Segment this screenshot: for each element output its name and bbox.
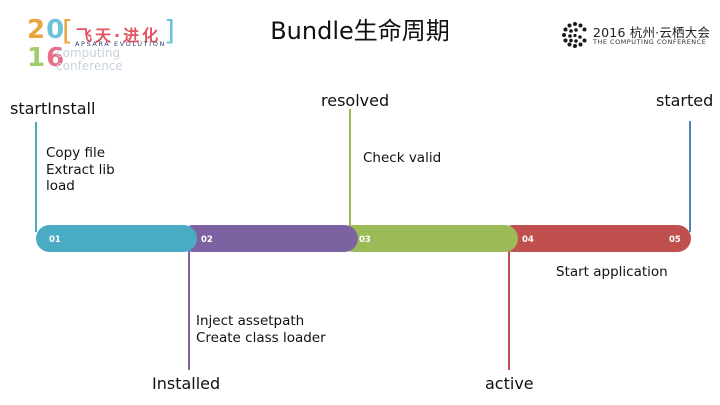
logo-year-top: 20 — [27, 17, 65, 43]
step-text: load — [46, 178, 75, 194]
installed-steps: Inject assetpath Create class loader — [196, 313, 326, 346]
installed-line — [188, 246, 190, 370]
logo-year-bottom: 16 — [27, 45, 65, 71]
milestone-installed: Installed — [152, 374, 221, 393]
logo-digit: 0 — [46, 15, 66, 45]
install-steps: Copy file Extract lib load — [46, 145, 115, 195]
timeline-segment-04 — [500, 225, 691, 252]
segment-number: 04 — [522, 235, 534, 245]
milestone-start-install: startInstall — [10, 99, 96, 118]
start-step: Start application — [556, 264, 668, 281]
step-text: Extract lib — [46, 161, 115, 178]
resolve-step: Check valid — [363, 150, 441, 167]
logo-chinese: 飞天·进化 — [76, 26, 162, 45]
step-text: Copy file — [46, 145, 106, 161]
timeline-segment-02 — [180, 225, 358, 252]
timeline-segment-01 — [36, 225, 197, 252]
step-text: Check valid — [363, 150, 442, 166]
resolved-line — [349, 109, 351, 232]
logo-bracket-open: [ — [62, 14, 73, 47]
logo-digit: 1 — [27, 43, 47, 73]
logo-sub-line: computing — [56, 46, 121, 60]
logo-apsara: APSARA EVOLUTION — [75, 40, 166, 48]
conference-name: 2016 杭州·云栖大会 — [593, 25, 711, 40]
segment-number: 05 — [669, 235, 681, 245]
milestone-started: started — [656, 91, 714, 110]
segment-number: 02 — [201, 235, 213, 245]
segment-number: 03 — [359, 235, 371, 245]
milestone-active: active — [485, 374, 534, 393]
page-title: Bundle生命周期 — [270, 17, 450, 45]
logo-digit: 2 — [27, 15, 47, 45]
start-install-line — [35, 122, 37, 232]
logo-digit: 6 — [46, 43, 66, 73]
started-line — [689, 121, 691, 232]
timeline-segment-03 — [340, 225, 518, 252]
cloud-conference-icon — [562, 22, 587, 48]
logo-sub-line: conference — [56, 59, 123, 73]
step-text: Inject assetpath — [196, 313, 305, 329]
milestone-resolved: resolved — [321, 91, 390, 110]
conference-subtitle: THE COMPUTING CONFERENCE — [593, 38, 707, 46]
active-line — [508, 246, 510, 370]
logo-subtitle: computing conference — [56, 47, 123, 73]
step-text: Start application — [556, 264, 668, 280]
logo-bracket-close: ] — [164, 14, 175, 47]
step-text: Create class loader — [196, 329, 326, 346]
segment-number: 01 — [49, 235, 61, 245]
